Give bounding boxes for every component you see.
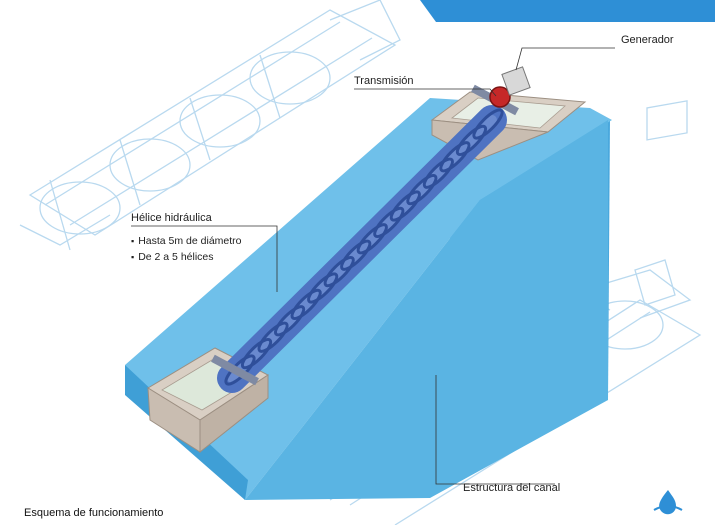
screw-bullet-diameter: Hasta 5m de diámetro [131,235,242,247]
water-drop-logo-icon [654,490,682,514]
header-banner [420,0,715,22]
label-transmission: Transmisión [354,75,414,87]
label-generator: Generador [621,34,674,46]
label-screw-title: Hélice hidráulica [131,212,212,224]
figure-caption: Esquema de funcionamiento [24,507,163,519]
screw-bullet-helices: De 2 a 5 hélices [131,251,214,263]
label-channel: Estructura del canal [463,482,560,494]
transmission-gear-icon [490,87,510,107]
